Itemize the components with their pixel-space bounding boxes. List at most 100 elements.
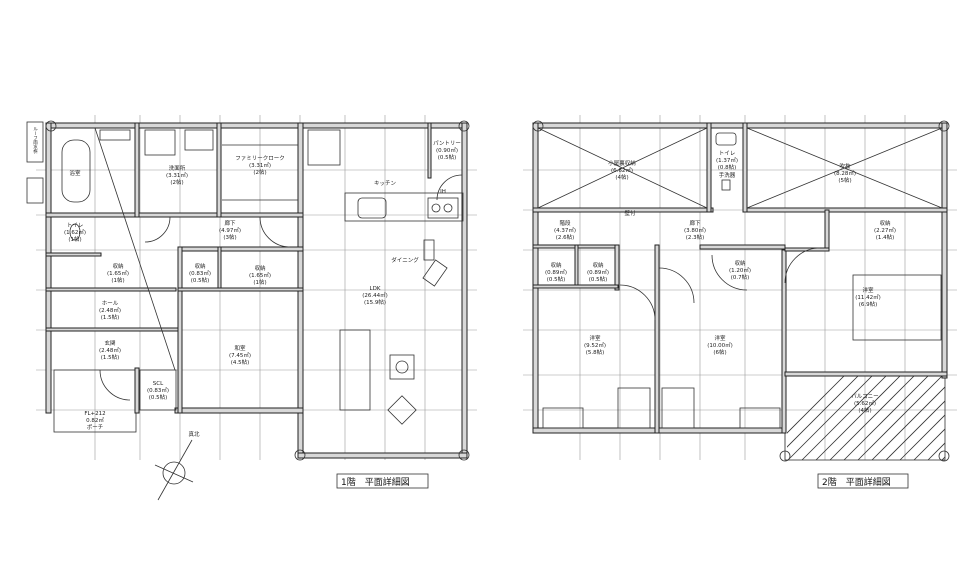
- room-tatami-label: (5.8帖): [586, 348, 605, 356]
- room-name-label: 玄関: [104, 339, 116, 347]
- door-swing: [99, 369, 131, 401]
- room-tatami-label: (1.5帖): [101, 313, 120, 321]
- kitchen-counter: [344, 192, 464, 222]
- room-area-label: (7.45㎡): [229, 351, 251, 359]
- wall: [532, 122, 948, 129]
- room-tatami-label: (1帖): [68, 235, 81, 243]
- room-area-label: (0.83㎡): [189, 269, 211, 277]
- wall: [177, 287, 304, 292]
- wall: [427, 122, 432, 179]
- washbasin: [144, 129, 176, 156]
- bed: [739, 407, 781, 429]
- wall: [217, 246, 222, 291]
- room-name-label: ファミリークローク: [235, 155, 285, 162]
- room-area-label: (2.27㎡): [874, 226, 896, 234]
- floor1-title-box: [336, 473, 429, 489]
- room-tatami-label: (5帖): [838, 176, 851, 184]
- north-label: 真北: [188, 430, 200, 438]
- room-name-label: 浴室: [69, 169, 81, 177]
- room-area-label: (0.89㎡): [587, 268, 609, 276]
- room-tatami-label: (2.3帖): [686, 233, 705, 241]
- toilet-fixture: [715, 132, 737, 146]
- wall: [177, 246, 183, 414]
- room-area-label: (1.37㎡): [716, 156, 738, 164]
- wall: [784, 247, 830, 252]
- floor2-title: 2階 平面詳細図: [822, 476, 891, 488]
- wall: [177, 246, 304, 252]
- wall-mount-label: 壁付: [624, 209, 636, 217]
- desk: [661, 387, 695, 429]
- room-name-label: バルコニー: [851, 393, 878, 400]
- hatch-line: [956, 375, 960, 460]
- wall: [742, 122, 748, 213]
- room-area-label: (2.48㎡): [99, 346, 121, 354]
- hatch-line: [787, 376, 859, 448]
- room-area-label: (2.48㎡): [99, 306, 121, 314]
- room-name-label: FL+212: [84, 411, 105, 417]
- wall: [297, 452, 468, 459]
- room-area-label: (3.31㎡): [249, 161, 271, 169]
- room-name-label: 収納: [879, 219, 891, 227]
- room-area-label: (1.62㎡): [64, 228, 86, 236]
- wall: [532, 207, 714, 213]
- plant-icon: [395, 360, 409, 374]
- room-tatami-label: (0.5帖): [438, 153, 457, 161]
- dining-chair: [423, 239, 435, 261]
- room-area-label: (0.89㎡): [545, 268, 567, 276]
- wall: [614, 244, 620, 291]
- column: [532, 120, 544, 132]
- door-swing: [144, 216, 171, 243]
- room-name-label: 洋室: [714, 334, 726, 342]
- sink-icon: [357, 197, 387, 219]
- door-swing: [619, 284, 656, 321]
- room-name-label: ダイニング: [391, 256, 419, 264]
- hatch-line: [871, 386, 945, 460]
- wall: [174, 407, 304, 414]
- room-name-label: 洋室: [589, 334, 601, 342]
- wall: [784, 371, 948, 377]
- room-area-label: (1.20㎡): [729, 266, 751, 274]
- room-name-label: 収納: [254, 264, 266, 272]
- hand-wash-fixture: [721, 179, 731, 191]
- wall: [574, 244, 579, 288]
- wall: [45, 122, 52, 414]
- burner-icon: [431, 203, 441, 213]
- wall: [45, 122, 306, 129]
- room-name-label: SCL: [153, 381, 164, 387]
- column: [938, 450, 950, 462]
- room-tatami-label: (1帖): [111, 276, 124, 284]
- column: [458, 449, 470, 461]
- wall: [45, 287, 177, 292]
- room-area-label: (9.52㎡): [584, 341, 606, 349]
- wall: [532, 284, 619, 289]
- room-name-label: 収納: [112, 262, 124, 270]
- wall: [216, 122, 222, 218]
- room-tatami-label: (4帖): [615, 173, 628, 181]
- column: [779, 450, 791, 462]
- room-area-label: (4.97㎡): [219, 226, 241, 234]
- door-swing: [259, 216, 291, 248]
- room-tatami-label: (6.9帖): [859, 300, 878, 308]
- wall: [824, 209, 830, 249]
- hatch-line: [913, 428, 945, 460]
- hand-wash-label: 手洗器: [719, 171, 736, 179]
- room-name-label: ホール: [102, 300, 119, 307]
- room-name-label: トイレ: [719, 151, 736, 157]
- room-name-label: 小屋裏収納: [608, 159, 636, 167]
- hatch-line: [927, 442, 945, 460]
- stove-icon: [427, 197, 459, 219]
- hatch-line: [843, 376, 929, 460]
- room-area-label: (1.65㎡): [107, 269, 129, 277]
- room-area-label: (3.80㎡): [684, 226, 706, 234]
- wall: [45, 212, 304, 218]
- room-area-label: (5.62㎡): [854, 399, 876, 407]
- door-swing: [436, 174, 463, 201]
- door-swing: [658, 267, 695, 304]
- wall: [45, 252, 102, 257]
- room-area-label: (1.65㎡): [249, 271, 271, 279]
- floor1-title: 1階 平面詳細図: [341, 476, 410, 488]
- room-area-label: (26.44㎡): [362, 291, 388, 299]
- column: [938, 120, 950, 132]
- sofa: [339, 329, 371, 411]
